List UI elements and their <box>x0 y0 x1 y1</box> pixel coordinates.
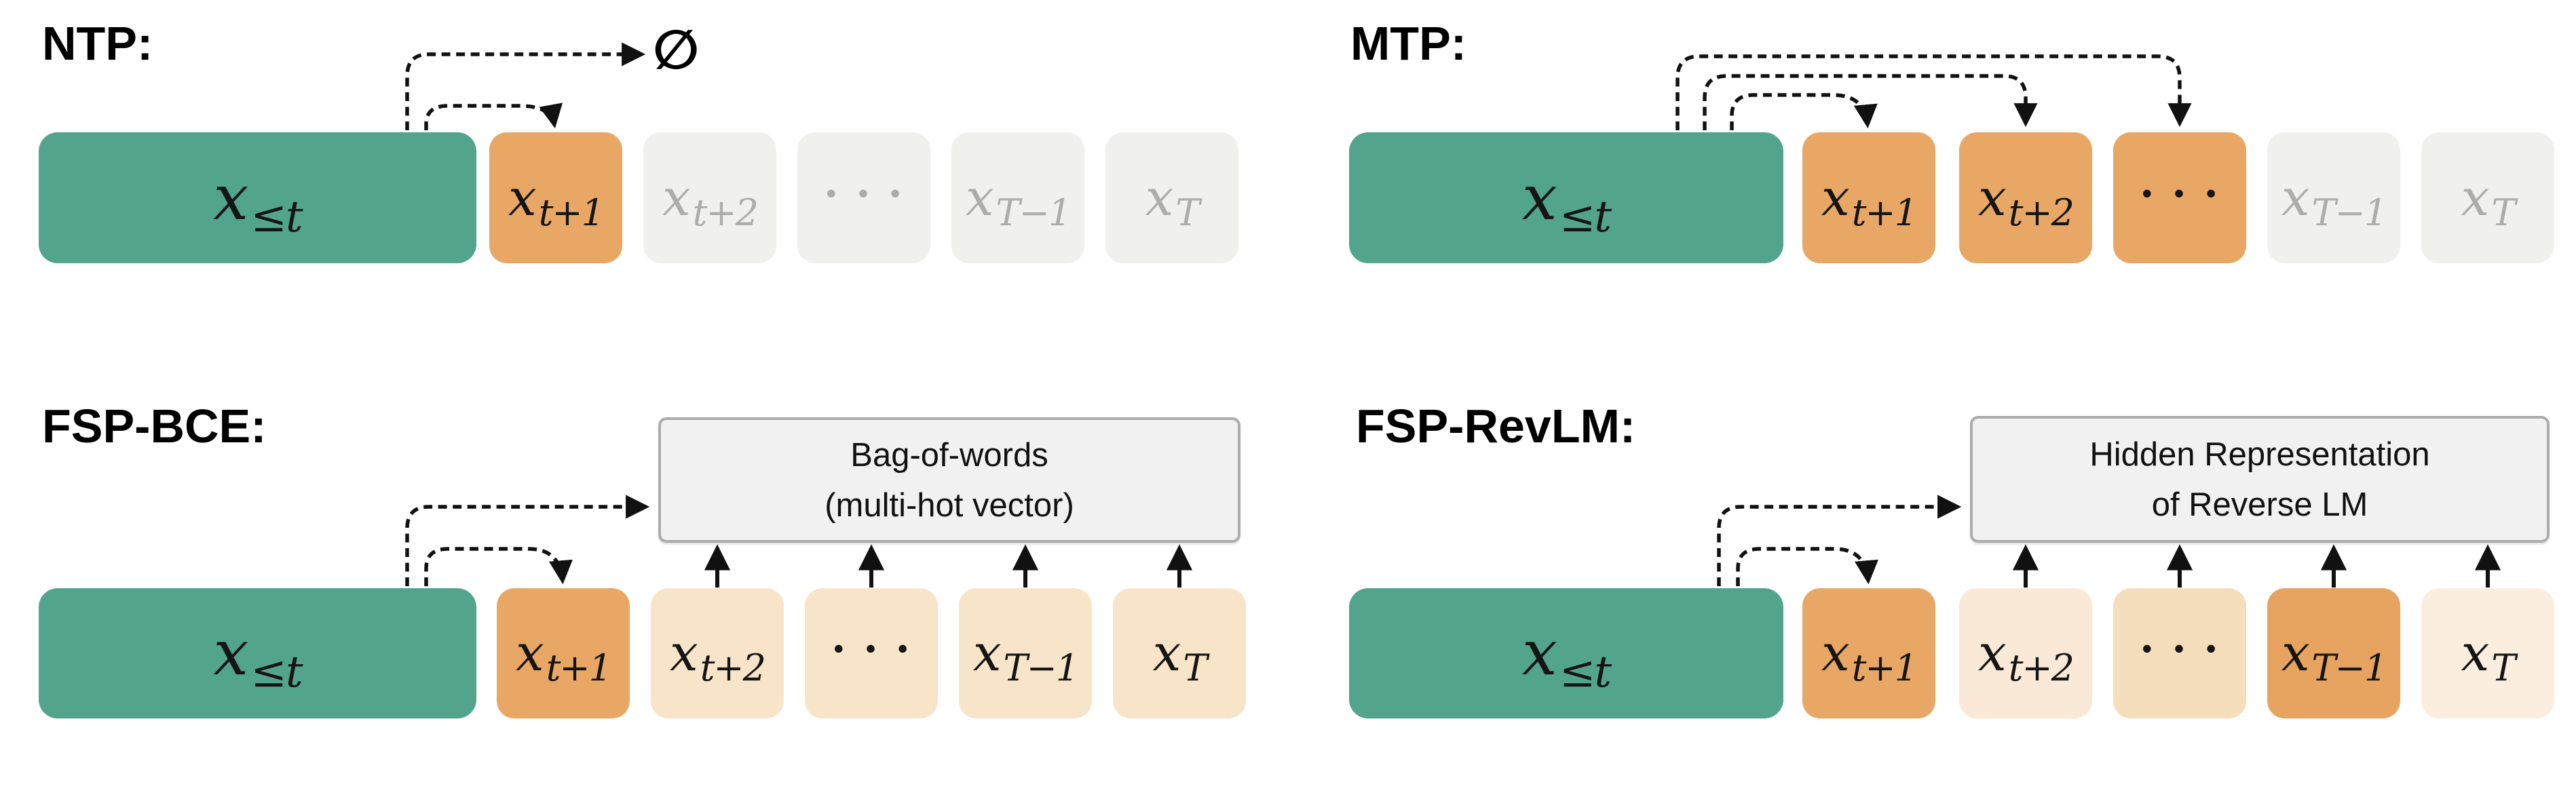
ntp-arrow-to-null-icon <box>405 42 646 130</box>
token-subscript: T−1 <box>1003 647 1080 689</box>
token-base: x <box>2461 168 2490 227</box>
token-subscript: ≤t <box>250 647 303 697</box>
reverse-lm-target-box: Hidden Representation of Reverse LM <box>1970 416 2550 543</box>
token-subscript: T <box>2491 191 2516 234</box>
token-base: x <box>2281 624 2310 683</box>
panel-label-mtp: MTP: <box>1350 17 1467 70</box>
token-subscript: t+2 <box>2008 191 2075 234</box>
token-subscript: t+1 <box>1851 191 1918 234</box>
token-base: x <box>1821 168 1850 227</box>
token-base: x <box>1821 624 1850 683</box>
panel-label-fsp-revlm: FSP-RevLM: <box>1356 400 1636 453</box>
token-base: x <box>1977 624 2007 683</box>
token-subscript: t+2 <box>700 647 766 689</box>
mtp-arrow-to-t-plus-1 <box>1730 93 1878 130</box>
ellipsis-glyph: · · · <box>2140 168 2220 218</box>
token-base: x <box>1521 617 1557 689</box>
mtp-arrow-to-ellipsis <box>1675 54 2192 130</box>
token-base: x <box>669 624 698 683</box>
panel-label-ntp: NTP: <box>42 17 153 70</box>
token-subscript: t+1 <box>538 191 605 234</box>
token-subscript: T <box>1183 647 1207 689</box>
token-base: x <box>213 617 249 689</box>
bag-of-words-line2: (multi-hot vector) <box>825 486 1074 524</box>
ellipsis-glyph: · · · <box>2140 624 2220 674</box>
revlm-arrow-to-next-token <box>1736 547 1878 586</box>
reverse-lm-line2: of Reverse LM <box>2151 486 2368 523</box>
token-subscript: ≤t <box>250 191 303 242</box>
token-base: x <box>972 624 1002 683</box>
token-base: x <box>213 161 249 234</box>
token-subscript: T−1 <box>2311 191 2388 234</box>
token-subscript: T−1 <box>996 191 1072 234</box>
token-fsp-revlm-x-context: x≤t <box>1349 588 1783 718</box>
token-mtp-ellipsis: · · · <box>2113 132 2246 263</box>
revlm-arrow-to-target-box <box>1717 495 1962 586</box>
panel-label-fsp-bce: FSP-BCE: <box>42 400 267 453</box>
token-subscript: T <box>2491 647 2516 689</box>
bce-arrow-to-next-token <box>424 547 573 586</box>
empty-set-symbol: ∅ <box>653 18 700 81</box>
token-base: x <box>662 168 691 227</box>
token-subscript: ≤t <box>1559 647 1612 697</box>
token-fsp-bce-x-context: x≤t <box>39 588 476 718</box>
token-base: x <box>2461 624 2490 683</box>
token-fsp-revlm-ellipsis: · · · <box>2113 588 2246 718</box>
token-subscript: ≤t <box>1559 191 1612 242</box>
token-ntp-ellipsis: · · · <box>797 132 930 263</box>
token-subscript: T <box>1175 191 1200 234</box>
token-ntp-x-context: x≤t <box>39 132 476 263</box>
ellipsis-glyph: · · · <box>824 168 904 218</box>
mtp-arrow-to-t-plus-2 <box>1703 74 2038 130</box>
token-fsp-bce-ellipsis: · · · <box>805 588 938 718</box>
token-base: x <box>965 168 994 227</box>
token-base: x <box>1145 168 1174 227</box>
token-subscript: T−1 <box>2311 647 2388 689</box>
bce-arrow-to-target-box <box>405 495 650 586</box>
token-subscript: t+1 <box>546 647 612 689</box>
token-mtp-x-context: x≤t <box>1349 132 1783 263</box>
token-base: x <box>1152 624 1181 683</box>
token-subscript: t+2 <box>692 191 759 234</box>
token-base: x <box>508 168 537 227</box>
ellipsis-glyph: · · · <box>831 624 911 674</box>
token-subscript: t+2 <box>2008 647 2075 689</box>
bag-of-words-line1: Bag-of-words <box>850 436 1048 474</box>
reverse-lm-line1: Hidden Representation <box>2089 436 2430 473</box>
ntp-arrow-to-next-token <box>424 102 563 130</box>
token-base: x <box>515 624 544 683</box>
token-subscript: t+1 <box>1851 647 1918 689</box>
token-base: x <box>2281 168 2310 227</box>
bag-of-words-target-box: Bag-of-words (multi-hot vector) <box>658 417 1240 543</box>
token-base: x <box>1977 168 2007 227</box>
token-base: x <box>1521 161 1557 234</box>
